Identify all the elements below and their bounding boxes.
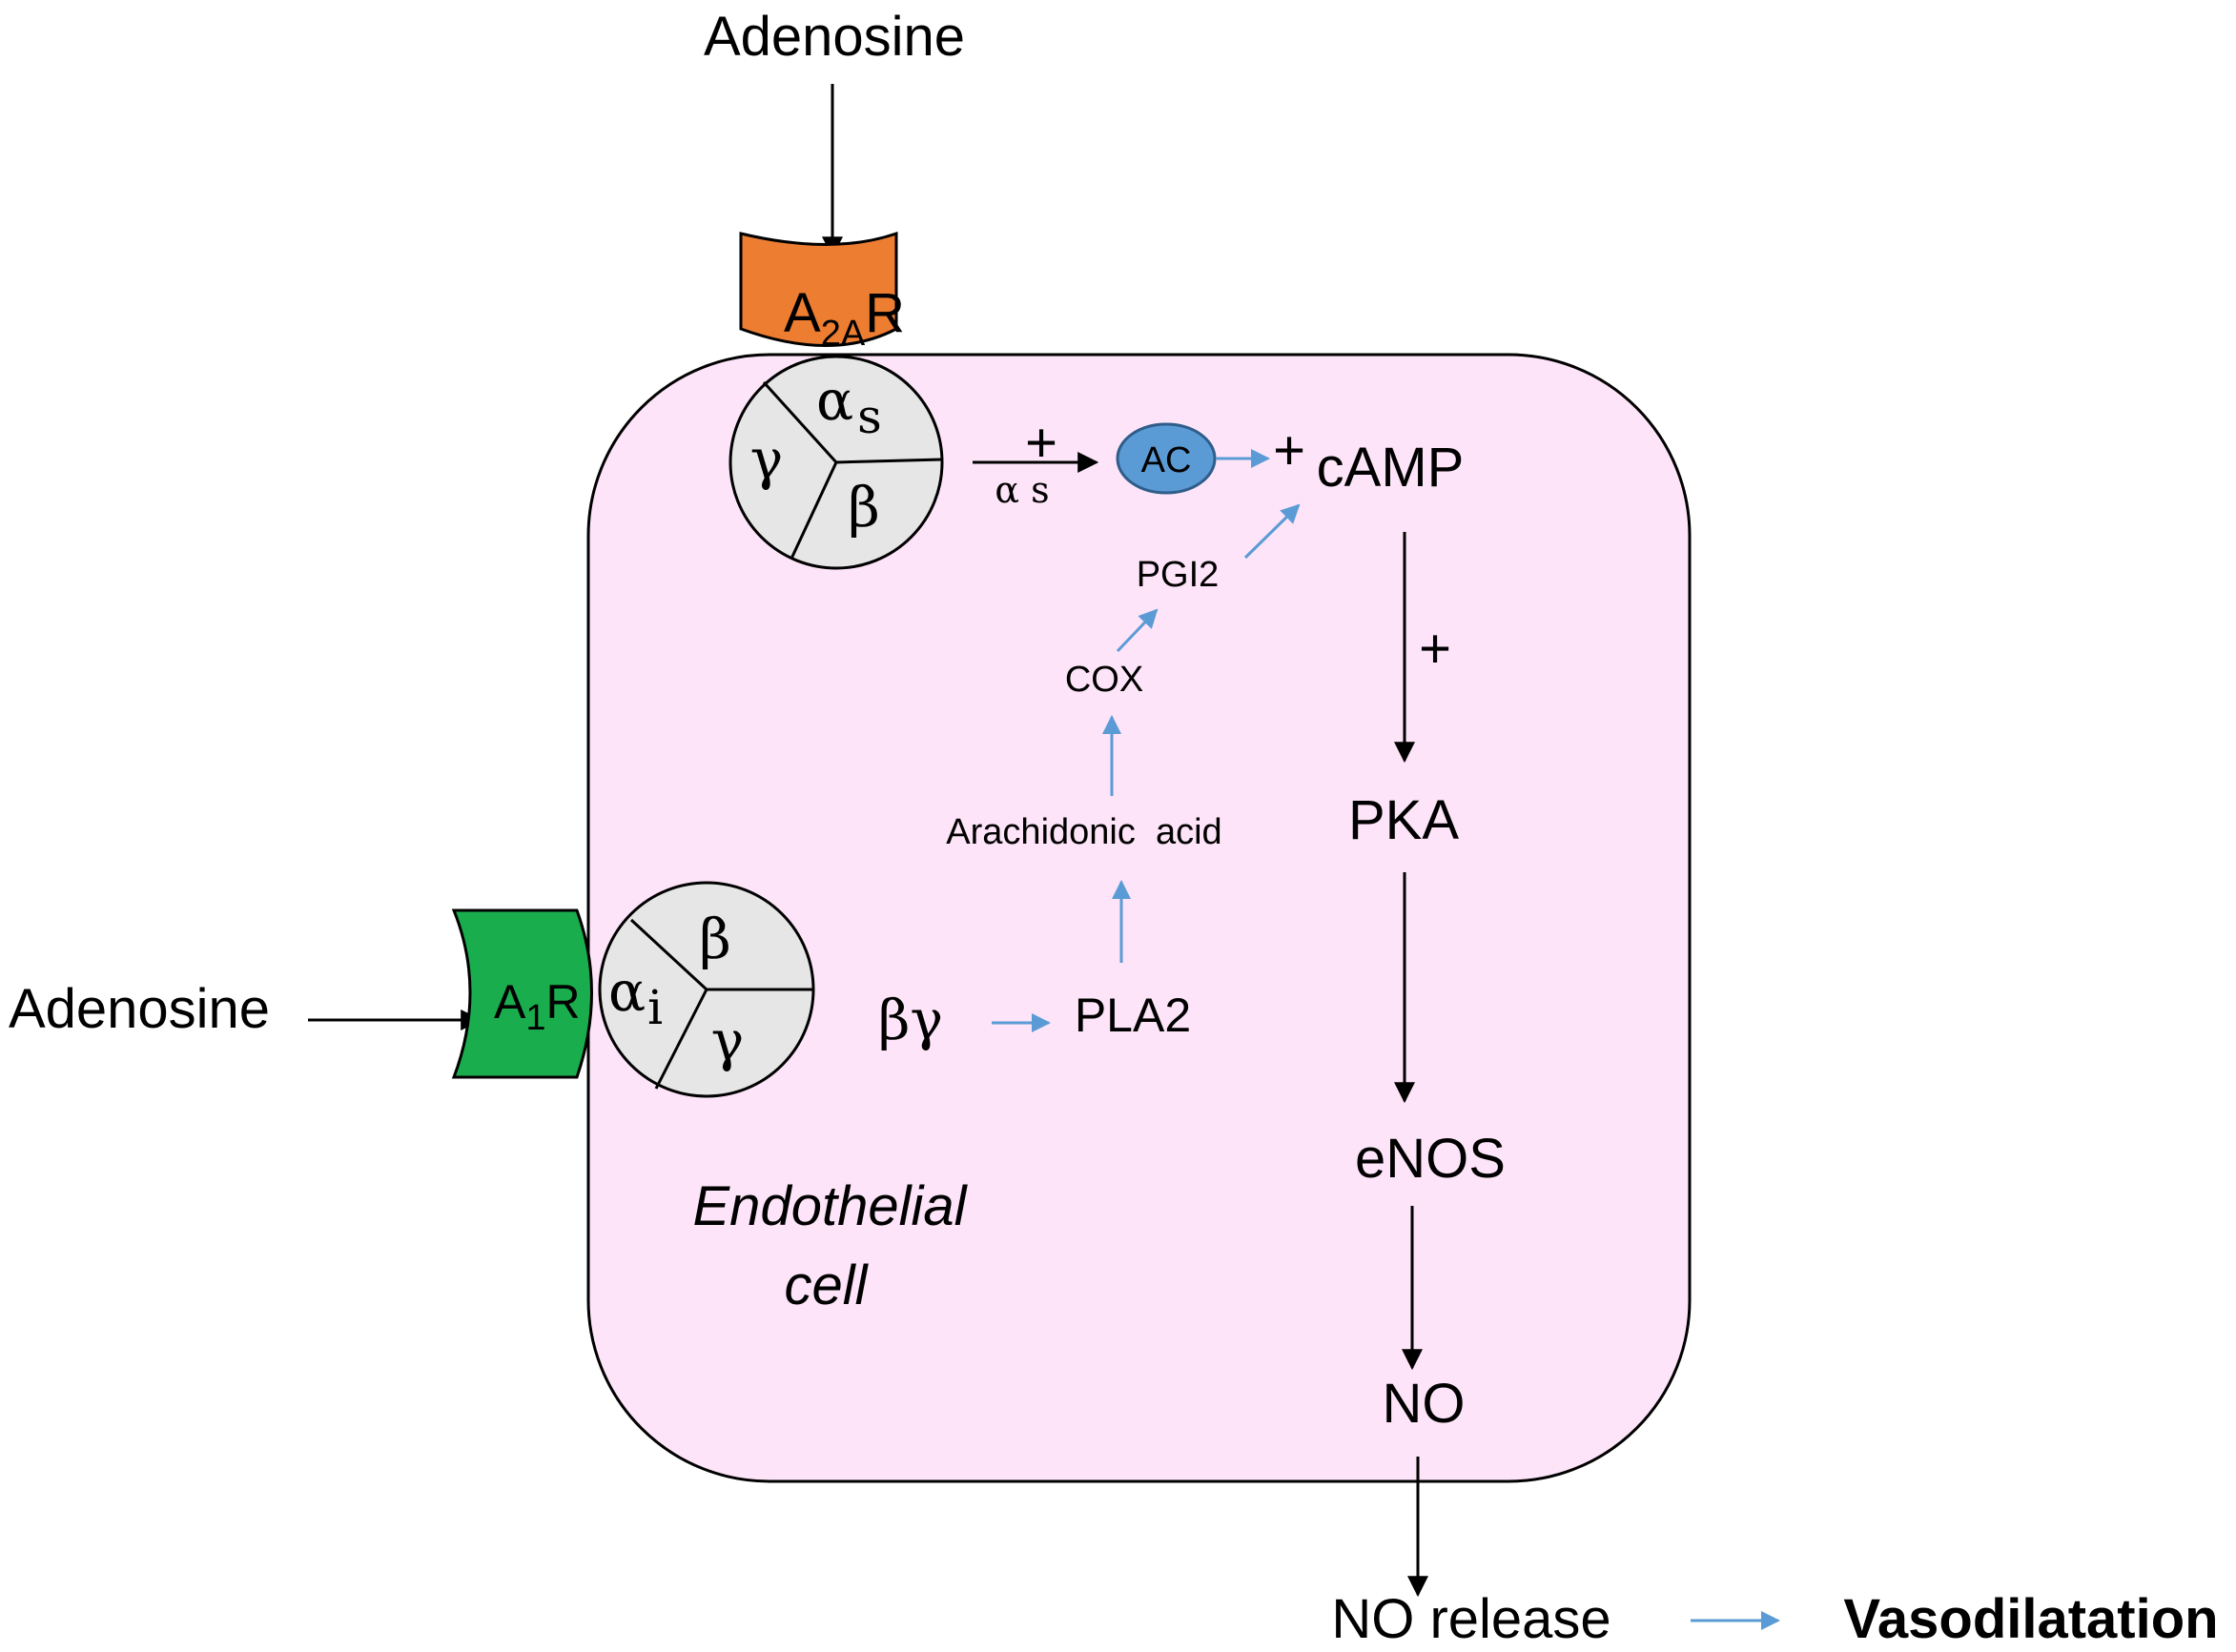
alpha-s-label: α s bbox=[995, 469, 1049, 511]
gi-protein bbox=[598, 881, 815, 1098]
arachidonic-acid-label: Arachidonic acid bbox=[946, 812, 1221, 852]
cell-label-line2: cell bbox=[784, 1254, 869, 1316]
cell-label-line1: Endothelial bbox=[693, 1175, 969, 1237]
ac-enzyme bbox=[1116, 422, 1217, 495]
ac-label: AC bbox=[1141, 440, 1192, 480]
adenosine-top-label: Adenosine bbox=[704, 6, 965, 68]
pka-plus: + bbox=[1419, 618, 1451, 680]
gs-gamma-label: γ bbox=[750, 427, 784, 492]
pka-label: PKA bbox=[1348, 789, 1459, 851]
vasodilatation-label: Vasodilatation bbox=[1843, 1588, 2218, 1650]
gi-beta-label: β bbox=[699, 907, 731, 971]
cox-label: COX bbox=[1065, 660, 1143, 700]
cox-to-pgi2-arrow bbox=[1116, 608, 1159, 653]
gs-alpha-label: αs bbox=[816, 368, 882, 444]
a1-receptor-label: A1R bbox=[494, 975, 581, 1038]
enos-label: eNOS bbox=[1355, 1128, 1506, 1190]
gs-protein bbox=[728, 355, 944, 570]
no-label: NO bbox=[1383, 1373, 1466, 1435]
gi-gamma-label: γ bbox=[711, 1009, 745, 1073]
adenosine-left-label: Adenosine bbox=[9, 978, 270, 1040]
camp-label: cAMP bbox=[1317, 437, 1465, 499]
a1-receptor bbox=[451, 908, 593, 1079]
gs-beta-label: β bbox=[848, 475, 880, 540]
camp-plus: + bbox=[1273, 419, 1305, 481]
beta-gamma-label: βγ bbox=[878, 988, 943, 1052]
no-release-label: NO release bbox=[1331, 1588, 1610, 1650]
gi-alpha-label: αi bbox=[608, 959, 663, 1035]
a2a-receptor bbox=[739, 231, 898, 347]
a2a-receptor-label: A2AR bbox=[784, 282, 905, 354]
endothelial-cell bbox=[586, 353, 1692, 1483]
pgi2-label: PGI2 bbox=[1137, 555, 1220, 595]
pgi2-to-camp-arrow bbox=[1243, 503, 1301, 560]
pla2-label: PLA2 bbox=[1075, 989, 1191, 1042]
alpha-s-plus: + bbox=[1025, 412, 1057, 474]
